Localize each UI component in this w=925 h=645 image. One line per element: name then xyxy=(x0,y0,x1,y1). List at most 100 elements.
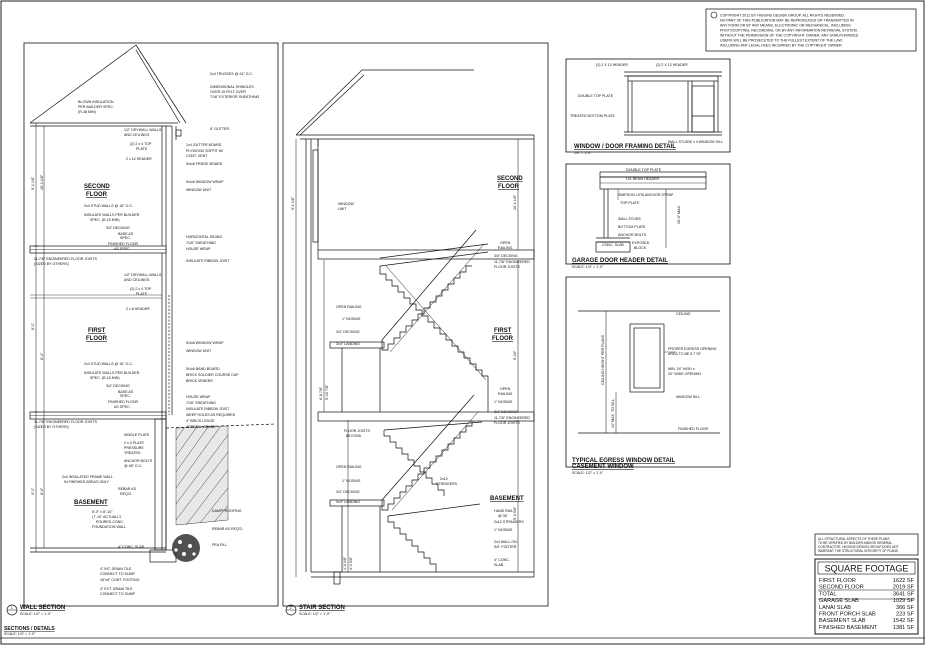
callout: DAMPPROOFING xyxy=(212,509,242,513)
callout: AND CEILINGS xyxy=(124,278,150,282)
callout: 1" NOSING xyxy=(494,400,513,404)
callout: 5/4x6 FRIEZE BOARD xyxy=(186,162,223,166)
callout: WINDOW UNIT xyxy=(186,188,212,192)
dimension: 10'-0" MAX. xyxy=(677,205,681,224)
detail-scale: 1/4" = 1'-0" xyxy=(574,151,592,155)
sqft-row-label: FIRST FLOOR xyxy=(819,578,856,584)
sqft-row-value: 366 SF xyxy=(896,605,915,611)
callout: CONNECT TO SUMP xyxy=(100,572,136,576)
callout: WALL STUDS xyxy=(618,217,641,221)
callout: 5/4x6 BAND BOARD xyxy=(186,367,220,371)
callout: 3/4" DECKING xyxy=(336,490,360,494)
level-label: SECOND xyxy=(84,184,110,190)
callout: 5/4x6 WINDOW WRAP xyxy=(186,341,224,345)
dimension: 44" MAX. TO SILL xyxy=(611,399,615,428)
callout: INSULATE RIBBON JOIST xyxy=(186,259,230,263)
callout: BRICK SOLDIER COURSE CAP xyxy=(186,373,239,377)
callout: INSULATE RIBBON JOIST xyxy=(186,407,230,411)
stair-section-title: 2 STAIR SECTION SCALE: 1/2" = 1'-0" xyxy=(285,604,345,616)
dimension: 10'-1 1/8" xyxy=(40,174,44,190)
garage-door-detail xyxy=(565,163,731,265)
sqft-row-value: 1542 SF xyxy=(893,618,915,624)
callout: DOUBLE TOP PLATE xyxy=(578,94,614,98)
callout: REBAR AS xyxy=(118,487,137,491)
dimension: 8'-1" xyxy=(31,322,35,330)
callout: 3/4" DECKING xyxy=(494,254,518,258)
callout: LVL BEAM HEADER xyxy=(626,177,660,181)
callout: 1/2" DRYWALL WALLS xyxy=(124,273,162,277)
callout: 11-7/8" ENGINEERED xyxy=(494,260,530,264)
sqft-row-value: 223 SF xyxy=(896,612,915,618)
callout: 2x4 STUD WALLS @ 16" O.C. xyxy=(84,204,133,208)
callout: 2x4 TRUSSES @ 24" O.C. xyxy=(210,72,253,76)
detail-title: TYPICAL EGRESS WINDOW DETAIL xyxy=(572,458,675,464)
sqft-row-value: 1622 SF xyxy=(893,578,915,584)
garage-door-detail-labels: DOUBLE TOP PLATE LVL BEAM HEADER SIMPSON… xyxy=(572,168,681,269)
callout: PLATE xyxy=(136,292,148,296)
callout: BASE AS xyxy=(118,232,134,236)
callout: 2x4 INSULATED FRAME WALL xyxy=(62,475,113,479)
dimension: 9'-1" xyxy=(31,487,35,495)
callout: 4" INT. DRAIN TILE xyxy=(100,567,132,571)
wall-section-title: 1 WALL SECTION SCALE: 1/2" = 1'-0" xyxy=(6,604,65,616)
callout: PEA FILL xyxy=(212,543,227,547)
window-door-detail xyxy=(565,58,731,153)
callout: BLOCK xyxy=(634,246,647,250)
note-line: CONTRACTOR. HIGGINS DESIGN GROUP DOES NO… xyxy=(818,545,899,549)
callout: BRICK VENEER xyxy=(186,379,213,383)
copyright-line: WITHOUT THE PERMISSION OF THE COPYRIGHT … xyxy=(720,34,859,38)
level-label: SECOND xyxy=(497,176,523,182)
egress-window-detail xyxy=(565,276,731,468)
callout: 8'-0" x 8"-10" xyxy=(92,510,113,514)
callout: PROPER EGRESS OPENING xyxy=(668,347,717,351)
sheet-scale: SCALE: 1/4" = 1'-0" xyxy=(4,632,36,636)
drawing-title: WALL SECTION xyxy=(20,605,65,611)
sheet-title-text: SECTIONS / DETAILS xyxy=(4,626,55,632)
sqft-row-label: BASEMENT SLAB xyxy=(819,618,866,624)
svg-text:2: 2 xyxy=(290,606,292,610)
copyright-line: INCLUDING ANY LEGAL FEES INCURRED BY THE… xyxy=(720,44,843,48)
callout: FINISHED FLOOR xyxy=(108,242,139,246)
level-label: BASEMENT xyxy=(490,496,524,502)
callout: IN FINISHED AREAS ONLY xyxy=(64,480,109,484)
callout: SPEC. (R-15 MIN) xyxy=(90,376,120,380)
dimension: 8'-4" xyxy=(40,352,44,360)
callout: (SIZED BY OTHERS) xyxy=(34,425,69,429)
detail-subtitle: CASEMENT WINDOW xyxy=(572,464,634,470)
callout: BEYOND xyxy=(346,434,362,438)
callout: 3/4" DECKING xyxy=(336,330,360,334)
callout: WINDOW UNIT xyxy=(186,349,212,353)
callout: 7/16" EXTERIOR SHEATHING xyxy=(210,95,260,99)
callout: 1" NOSING xyxy=(494,528,513,532)
callout: HOUSE WRAP xyxy=(186,395,211,399)
level-label: FIRST xyxy=(88,328,106,334)
callout: WINDOW SILL xyxy=(676,395,700,399)
callout: 5/4x6 WINDOW WRAP xyxy=(186,180,224,184)
copyright-line: USERS WILL BE PROSECUTED TO THE FULLEST … xyxy=(720,39,843,43)
dimension: 9'-1 1/8" xyxy=(31,176,35,190)
drawing-scale: SCALE: 1/2" = 1'-0" xyxy=(20,612,52,616)
callout: TREATED BOTTOM PLATE xyxy=(570,114,616,118)
callout: RAILING xyxy=(498,392,513,396)
callout: 4" CONC. xyxy=(494,558,510,562)
detail-title: GARAGE DOOR HEADER DETAIL xyxy=(572,258,668,264)
callout: PLATE xyxy=(136,147,148,151)
callout: OPEN xyxy=(500,241,511,245)
callout: SINGLE PLATE xyxy=(124,433,150,437)
callout: 2 x 4 PLATE xyxy=(124,441,145,445)
wall-section-drawing xyxy=(23,42,279,607)
copyright-line: PHOTOCOPYING, RECORDING, OR BY ANY INFOR… xyxy=(720,29,858,33)
sheet-title: SECTIONS / DETAILS SCALE: 1/4" = 1'-0" xyxy=(4,626,55,636)
callout: 7/16" SHEATHING xyxy=(186,241,216,245)
callout: WINDOW xyxy=(338,202,354,206)
callout: 1" NOSING xyxy=(342,479,361,483)
dimension: 9'-1 1/8" xyxy=(291,196,295,210)
callout: UNIT xyxy=(338,207,347,211)
copyright-line: COPYRIGHT 2012 BY HIGGINS DESIGN GROUP. … xyxy=(720,14,845,18)
sqft-row-label: LANAI SLAB xyxy=(819,605,851,611)
earth-hatching xyxy=(175,425,229,526)
level-label: FLOOR xyxy=(86,336,108,342)
callout: SPEC. xyxy=(120,236,131,240)
